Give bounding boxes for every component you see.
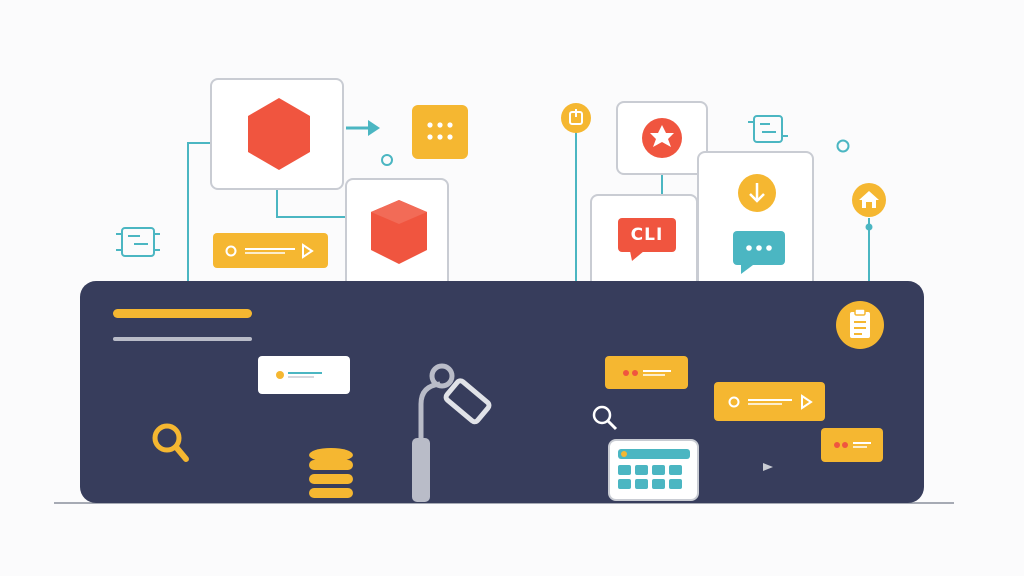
small-circle-decor-right [836,139,850,153]
download-badge-icon[interactable] [559,101,593,135]
status-bar-red-dots[interactable] [605,356,688,389]
hexagon-icon [248,98,310,170]
grid-dots-icon[interactable] [412,105,468,159]
cli-label: CLI [630,225,664,245]
circuit-chip-icon-right [748,115,788,143]
database-icon [309,448,353,498]
gear-badge-icon [642,118,682,158]
arrow-small-icon [763,463,773,471]
arrow-right-icon [346,120,380,136]
clipboard-icon[interactable] [834,300,886,352]
home-icon[interactable] [850,181,888,219]
download-icon [738,174,776,212]
keyboard-icon[interactable] [608,439,699,501]
cube-icon [371,200,427,264]
home-node-dot [865,223,873,231]
hexagon-card[interactable] [210,78,344,190]
magnifier-small-icon [592,405,618,431]
gear-badge-card[interactable] [616,101,708,175]
cli-card[interactable]: CLI [590,194,698,284]
chat-bubble-icon [733,231,785,274]
circuit-chip-icon [116,227,160,257]
search-icon[interactable] [150,421,194,465]
cube-card[interactable] [345,178,449,284]
play-input-bar[interactable] [213,233,328,268]
panel-subtitle-bar [113,337,252,341]
play-input-bar-panel[interactable] [714,382,825,421]
white-input-field[interactable] [258,356,350,394]
usb-drive-icon [412,363,492,502]
panel-title-bar [113,309,252,318]
download-chat-card[interactable] [697,151,814,284]
chat-bubble-cli: CLI [618,218,676,252]
small-circle-decor [381,154,393,166]
status-bar-small[interactable] [821,428,883,462]
